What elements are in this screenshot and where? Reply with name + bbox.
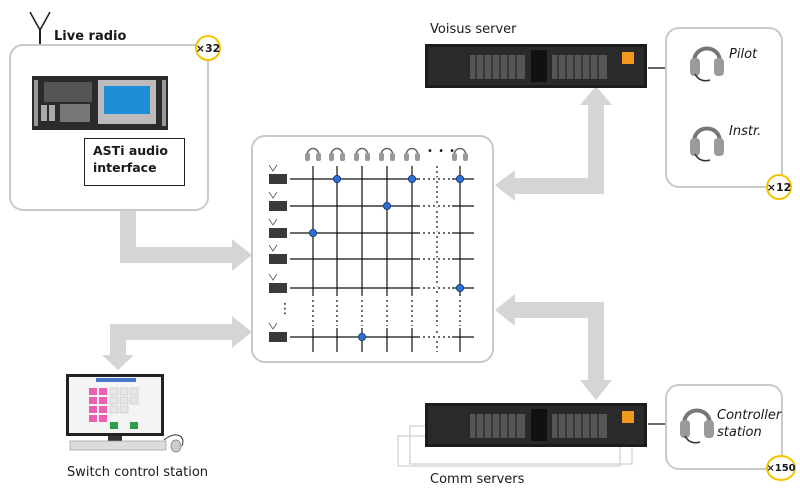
asti-label-line1: ASTi audio: [93, 143, 168, 158]
pilot-label: Pilot: [729, 47, 758, 62]
crosspoint-node: [357, 332, 366, 341]
headset-icon: [690, 46, 724, 82]
instr-label: Instr.: [729, 124, 762, 139]
headset-icon-cup: [379, 153, 384, 161]
headset-icon-cup: [365, 153, 370, 161]
crosspoint-node: [407, 174, 416, 183]
controller-label: Controller station: [717, 407, 781, 441]
radio-icon: [269, 332, 287, 342]
live-radio-label: Live radio: [54, 29, 127, 44]
headset-icon: [690, 126, 724, 162]
antenna-icon: [268, 164, 278, 172]
headset-icon-cup: [329, 153, 334, 161]
asti-label-line2: interface: [93, 160, 157, 175]
controller-label-line2: station: [717, 425, 762, 440]
headset-icon-cup: [404, 153, 409, 161]
headset-icon-cup: [390, 153, 395, 161]
radio-icon: [269, 228, 287, 238]
matrix-row-ellipsis: ⋮: [278, 301, 292, 317]
crosspoint-node: [382, 201, 391, 210]
headset-icon-cup: [305, 153, 310, 161]
radio-icon: [269, 174, 287, 184]
antenna-icon: [268, 322, 278, 330]
headset-icon-cup: [354, 153, 359, 161]
radio-icon: [269, 283, 287, 293]
antenna-icon: [29, 11, 51, 32]
crosspoint-node: [332, 174, 341, 183]
radio-icon: [269, 254, 287, 264]
crosspoint-node: [455, 283, 464, 292]
controller-count-badge: ×150: [766, 455, 796, 481]
arrow-matrix-to-comm: [495, 294, 612, 400]
matrix-column-ellipsis: • • •: [427, 146, 457, 157]
antenna-icon: [268, 273, 278, 281]
audio-matrix-box: [251, 135, 494, 363]
antenna-icon: [268, 218, 278, 226]
headset-icon-cup: [316, 153, 321, 161]
controller-label-line1: Controller: [717, 408, 782, 423]
mouse-icon: [163, 434, 184, 453]
arrow-matrix-to-voisus: [495, 86, 612, 201]
comm-servers-label: Comm servers: [430, 472, 525, 487]
crosspoint-node: [308, 228, 317, 237]
arrow-switch-to-matrix: [102, 316, 252, 370]
voisus-server-label: Voisus server: [430, 22, 517, 37]
monitor-icon: [66, 374, 164, 447]
headset-icon-cup: [463, 153, 468, 161]
antenna-icon: [268, 191, 278, 199]
headset-icon-cup: [340, 153, 345, 161]
arrow-live-radio-to-matrix: [112, 195, 252, 271]
headset-icon: [680, 408, 714, 444]
radio-icon: [32, 76, 168, 130]
headset-icon-cup: [415, 153, 420, 161]
arrows: [102, 86, 612, 400]
server-icon: [425, 44, 647, 88]
antenna-icon: [268, 244, 278, 252]
headset-count-badge: ×12: [766, 174, 792, 200]
live-radio-count-badge: ×32: [195, 35, 221, 61]
asti-audio-interface: ASTi audio interface: [84, 138, 185, 186]
headset-icon-cup: [452, 153, 457, 161]
radio-icon: [269, 201, 287, 211]
trainee-headsets-box: [665, 27, 783, 188]
server-icon: [425, 403, 647, 447]
switch-control-station-label: Switch control station: [67, 465, 209, 480]
crosspoint-node: [455, 174, 464, 183]
keyboard-icon: [69, 440, 167, 451]
